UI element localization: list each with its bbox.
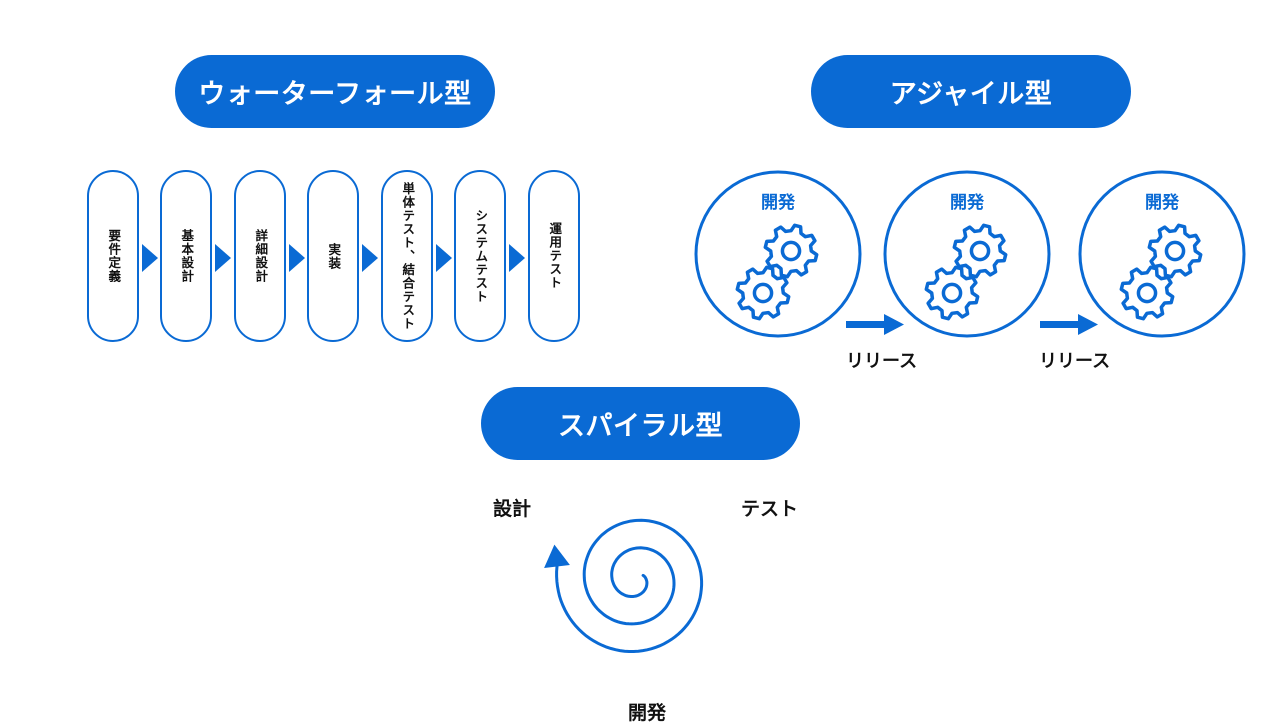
gear-hub — [752, 282, 774, 304]
waterfall-step-label: 単体テスト、結合テスト — [400, 181, 416, 331]
gear-icon — [735, 265, 791, 321]
agile-develop-label: 開発 — [761, 193, 795, 213]
gear-icon — [1147, 223, 1203, 279]
arrow-right-icon — [1040, 314, 1098, 335]
chevron-right-icon — [509, 244, 525, 272]
waterfall-step-basic-design: 基本設計 — [160, 170, 212, 342]
gear-icon — [924, 265, 980, 321]
agile-iteration-circle — [694, 170, 862, 338]
waterfall-step-requirements: 要件定義 — [87, 170, 139, 342]
gear-icon — [763, 223, 819, 279]
agile-release-label: リリース — [846, 351, 918, 372]
gear-icon — [1119, 265, 1175, 321]
waterfall-step-label: 詳細設計 — [253, 229, 269, 283]
gear-hub — [1164, 240, 1186, 262]
waterfall-step-detailed-design: 詳細設計 — [234, 170, 286, 342]
spiral-label-design: 設計 — [493, 498, 532, 520]
spiral-title: スパイラル型 — [481, 387, 800, 460]
agile-title: アジャイル型 — [811, 55, 1131, 128]
chevron-right-icon — [436, 244, 452, 272]
waterfall-step-label: システムテスト — [473, 208, 489, 304]
chevron-right-icon — [289, 244, 305, 272]
waterfall-step-label: 要件定義 — [106, 229, 122, 283]
waterfall-step-operation-test: 運用テスト — [528, 170, 580, 342]
waterfall-step-label: 実装 — [326, 242, 342, 270]
spiral-line — [555, 518, 704, 653]
gear-hub — [780, 240, 802, 262]
agile-develop-label: 開発 — [950, 193, 984, 213]
gear-icon — [952, 223, 1008, 279]
waterfall-step-label: 運用テスト — [547, 222, 563, 290]
gear-hub — [941, 282, 963, 304]
gears-icon — [924, 223, 1008, 321]
chevron-right-icon — [215, 244, 231, 272]
agile-iteration-circle — [883, 170, 1051, 338]
waterfall-step-label: 基本設計 — [179, 229, 195, 283]
arrow-right-icon — [846, 314, 904, 335]
chevron-right-icon — [142, 244, 158, 272]
waterfall-step-implementation: 実装 — [307, 170, 359, 342]
agile-iteration-circle — [1078, 170, 1246, 338]
gear-hub — [969, 240, 991, 262]
chevron-right-icon — [362, 244, 378, 272]
agile-develop-label: 開発 — [1145, 193, 1179, 213]
waterfall-title: ウォーターフォール型 — [175, 55, 495, 128]
gears-icon — [735, 223, 819, 321]
spiral-label-test: テスト — [741, 498, 799, 520]
agile-release-label: リリース — [1039, 351, 1111, 372]
spiral-label-develop: 開発 — [628, 702, 667, 724]
gear-hub — [1136, 282, 1158, 304]
spiral-arrow-icon — [544, 544, 570, 568]
waterfall-step-system-test: システムテスト — [454, 170, 506, 342]
waterfall-step-unit-integration-test: 単体テスト、結合テスト — [381, 170, 433, 342]
gears-icon — [1119, 223, 1203, 321]
